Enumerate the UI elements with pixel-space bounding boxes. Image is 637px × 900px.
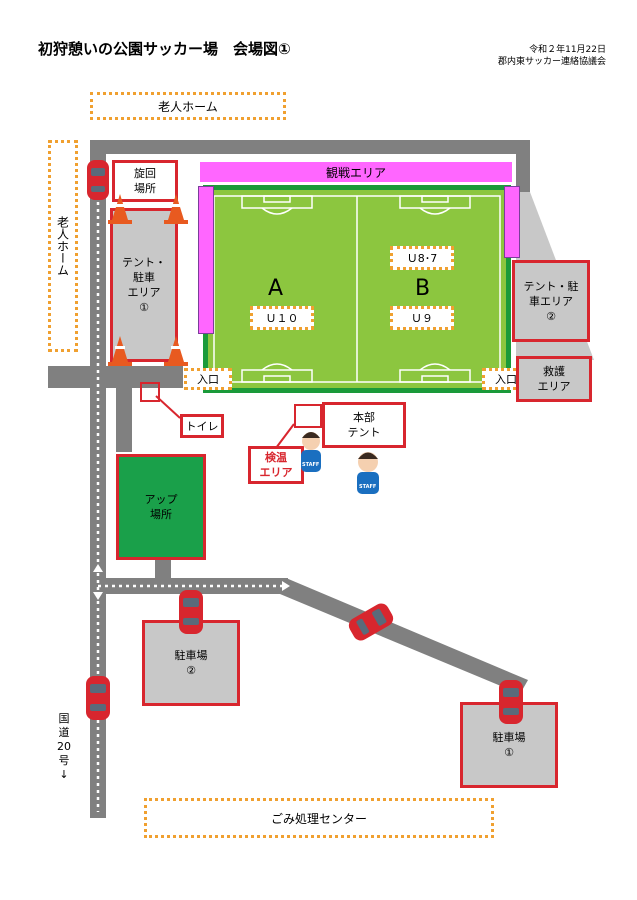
arc-2 (419, 207, 451, 215)
staff-tag-1: STAFF (302, 462, 320, 468)
goal-small-1 (263, 195, 291, 203)
first-aid-label: 救護 エリア (537, 365, 571, 393)
spectator-area-label: 観戦エリア (325, 165, 386, 180)
turning-area-label: 旋回 場所 (134, 167, 156, 195)
organizer: 郡内東サッカー連絡協議会 (497, 57, 606, 67)
rojin-home-side-label: 老人ホーム (55, 216, 70, 276)
u10-box: Ｕ１０ (250, 306, 314, 330)
garbage-center-label: ごみ処理センター (270, 811, 367, 826)
staff-icon (301, 432, 321, 472)
date: 令和２年11月22日 (529, 45, 606, 55)
goal-small-3 (263, 375, 291, 383)
temperature-check-label: 検温 エリア (259, 451, 293, 479)
arrow-down-icon (93, 592, 103, 600)
goal-small-4 (421, 375, 449, 383)
road-warmup (155, 560, 171, 580)
arrow-right-icon (282, 581, 290, 591)
arc-4 (419, 363, 451, 371)
entrance-left: 入口 (184, 368, 232, 390)
spectator-area-left (198, 186, 214, 334)
rojin-home-top-label: 老人ホーム (158, 99, 218, 114)
tent-parking-area-2: テント・駐 車エリア ② (512, 260, 590, 342)
arc-3 (261, 363, 293, 371)
rojin-home-side: 老人ホーム (48, 140, 78, 352)
spectator-area-top: 観戦エリア (200, 162, 512, 182)
parking-lot-2: 駐車場 ② (142, 620, 240, 706)
tent-parking-area-1: テント・ 駐車 エリア ① (110, 208, 178, 362)
staff-icon (357, 452, 379, 494)
u9-box: Ｕ９ (390, 306, 454, 330)
car-icon (87, 160, 109, 200)
u10-label: Ｕ１０ (265, 312, 299, 325)
cone-icon (164, 194, 188, 224)
field-b-letter: B (415, 276, 431, 301)
field-a-letter: A (268, 276, 284, 301)
road-left (90, 140, 106, 818)
first-aid-area: 救護 エリア (516, 356, 592, 402)
goal-small-2 (421, 195, 449, 203)
parking-2-label: 駐車場 ② (174, 649, 208, 677)
car-icon (348, 603, 394, 641)
staff-tag-2: STAFF (359, 484, 377, 490)
cone-icon (164, 336, 188, 366)
garbage-center: ごみ処理センター (144, 798, 494, 838)
road-top (90, 140, 530, 154)
car-icon (499, 680, 523, 724)
road-top-right (516, 140, 530, 192)
road-toilet (116, 388, 132, 452)
headquarters-tent: 本部 テント (322, 402, 406, 448)
temperature-check-marker (294, 404, 322, 428)
tent-parking-2-label: テント・駐 車エリア ② (523, 279, 579, 323)
date-info: 令和２年11月22日 郡内東サッカー連絡協議会 (466, 44, 606, 68)
toilet-label: トイレ (185, 419, 219, 433)
temperature-check-area: 検温 エリア (248, 446, 304, 484)
arc-1 (261, 207, 293, 215)
road-diagonal (280, 578, 528, 694)
toilet-label-box: トイレ (180, 414, 224, 438)
toilet-marker (140, 382, 160, 402)
rojin-home-top: 老人ホーム (90, 92, 286, 120)
warmup-area: アップ 場所 (116, 454, 206, 560)
car-icon (86, 676, 110, 720)
headquarters-label: 本部 テント (347, 411, 381, 439)
u9-label: Ｕ９ (411, 312, 433, 325)
spectator-area-right (504, 186, 520, 258)
cone-icon (108, 194, 132, 224)
arrow-up-icon (93, 564, 103, 572)
u87-box: Ｕ8･7 (390, 246, 454, 270)
turning-area: 旋回 場所 (112, 160, 178, 202)
cone-icon (108, 336, 132, 366)
car-icon (179, 590, 203, 634)
u87-label: Ｕ8･7 (406, 252, 438, 265)
tent-parking-1-label: テント・ 駐車 エリア ① (122, 256, 166, 314)
parking-1-label: 駐車場 ① (492, 731, 526, 759)
entrance-right-label: 入口 (495, 373, 517, 386)
page-title: 初狩憩いの公園サッカー場 会場図① (38, 40, 291, 58)
entrance-left-label: 入口 (197, 373, 219, 386)
route-20-label: 国 道 20 号 ↓ (57, 712, 71, 781)
warmup-label: アップ 場所 (144, 493, 178, 521)
